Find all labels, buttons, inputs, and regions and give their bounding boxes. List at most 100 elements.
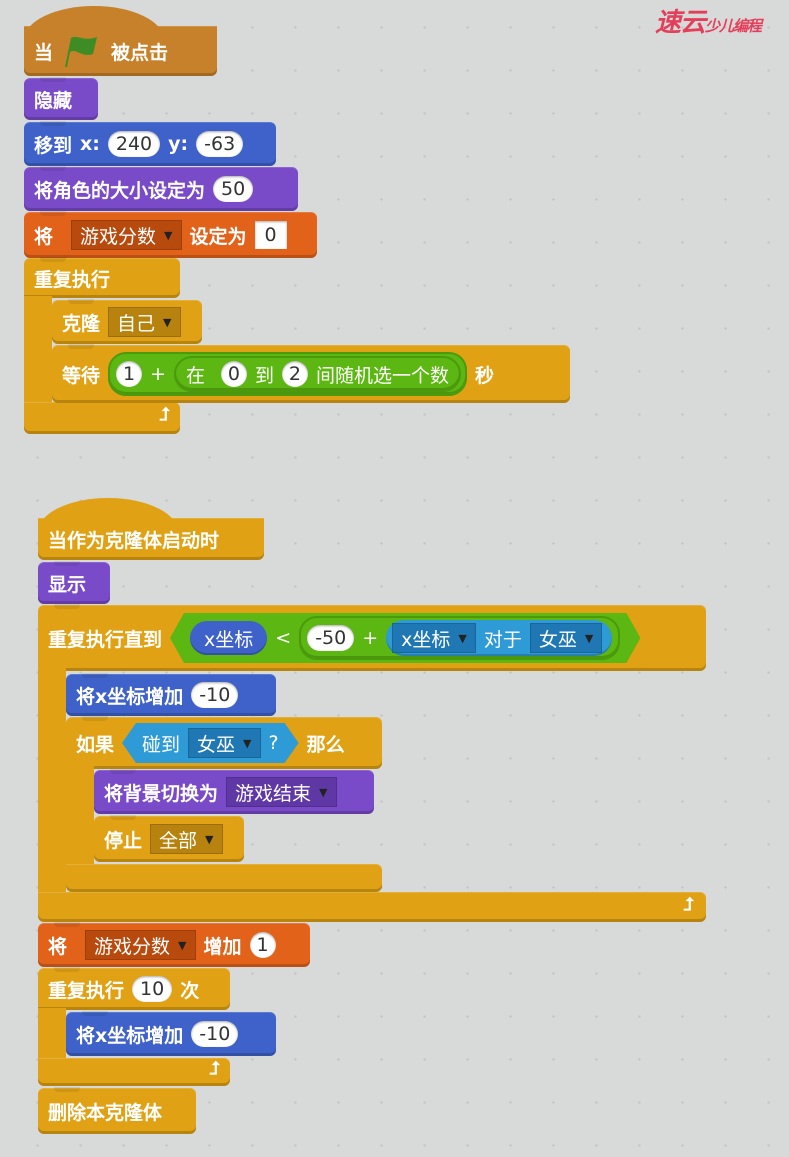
x-label: x: [80, 133, 100, 155]
repeat-suffix: 次 [180, 979, 200, 1002]
change-var-input[interactable]: 1 [249, 932, 276, 958]
clone-label: 克隆 [62, 312, 101, 335]
change-var-label: 增加 [203, 935, 242, 958]
repeat-until-bottom: ⮥ [38, 892, 706, 922]
forever-arm [24, 296, 52, 404]
touch-sprite-dropdown[interactable]: 女巫 ▼ [188, 728, 260, 758]
switch-backdrop-label: 将背景切换为 [104, 782, 219, 805]
random-to-input[interactable]: 2 [281, 361, 308, 387]
hide-block[interactable]: 隐藏 [24, 77, 98, 120]
addend-input[interactable]: 1 [116, 361, 143, 387]
dropdown-arrow-icon: ▼ [178, 938, 187, 952]
variable-name: 游戏分数 [80, 225, 157, 248]
repeat-until-label: 重复执行直到 [48, 628, 163, 651]
loop-arrow-icon: ⮥ [209, 1058, 220, 1079]
add-operator-2[interactable]: -50 + x坐标 ▼ 对于 女巫 ▼ [299, 616, 620, 660]
hat-suffix: 被点击 [111, 41, 169, 64]
set-size-block[interactable]: 将角色的大小设定为 50 [24, 166, 298, 211]
forever-label: 重复执行 [34, 268, 111, 291]
goto-xy-block[interactable]: 移到 x: 240 y: -63 [24, 121, 276, 166]
of-label: 对于 [483, 628, 522, 651]
touching-label: 碰到 [142, 733, 181, 756]
clone-target: 自己 [117, 312, 156, 335]
when-start-as-clone-hat[interactable]: 当作为克隆体启动时 [38, 498, 264, 560]
if-bottom [66, 864, 382, 892]
less-than-sign: < [275, 627, 292, 649]
forever-bottom: ⮥ [24, 402, 180, 434]
show-block[interactable]: 显示 [38, 561, 110, 604]
backdrop-name: 游戏结束 [235, 782, 312, 805]
dropdown-arrow-icon: ▼ [458, 631, 467, 645]
clone-target-dropdown[interactable]: 自己 ▼ [108, 307, 181, 337]
when-flag-clicked-hat[interactable]: 当 被点击 [24, 6, 217, 76]
attribute-dropdown[interactable]: x坐标 ▼ [392, 623, 476, 653]
variable-dropdown-2[interactable]: 游戏分数 ▼ [85, 930, 196, 960]
repeat-bottom: ⮥ [38, 1058, 230, 1086]
variable-dropdown[interactable]: 游戏分数 ▼ [71, 220, 182, 250]
touching-block[interactable]: 碰到 女巫 ▼ ? [122, 723, 299, 763]
change-variable-block[interactable]: 将 游戏分数 ▼ 增加 1 [38, 922, 310, 967]
size-input[interactable]: 50 [213, 176, 254, 202]
show-label: 显示 [48, 573, 87, 596]
sprite-dropdown[interactable]: 女巫 ▼ [530, 623, 602, 653]
dropdown-arrow-icon: ▼ [163, 315, 172, 329]
watermark-logo: 速云少儿编程 [655, 2, 762, 39]
wait-label: 等待 [62, 364, 101, 387]
set-var-prefix: 将 [34, 225, 54, 248]
dropdown-arrow-icon: ▼ [164, 228, 173, 242]
plus-sign: + [150, 363, 166, 385]
random-from-input[interactable]: 0 [220, 361, 247, 387]
repeat-arm [38, 1008, 66, 1060]
then-label: 那么 [306, 733, 345, 756]
switch-backdrop-block[interactable]: 将背景切换为 游戏结束 ▼ [94, 769, 374, 814]
delete-clone-block[interactable]: 删除本克隆体 [38, 1087, 196, 1134]
stop-option-dropdown[interactable]: 全部 ▼ [150, 824, 223, 854]
hat-prefix: 当 [34, 41, 54, 64]
backdrop-dropdown[interactable]: 游戏结束 ▼ [226, 777, 337, 807]
sprite-name: 女巫 [538, 628, 577, 651]
dropdown-arrow-icon: ▼ [584, 631, 594, 645]
change-var-prefix: 将 [48, 935, 68, 958]
set-var-label: 设定为 [189, 225, 247, 248]
wait-unit: 秒 [474, 364, 494, 387]
random-operator[interactable]: 在 0 到 2 间随机选一个数 [173, 356, 461, 392]
stop-block[interactable]: 停止 全部 ▼ [94, 815, 244, 862]
hide-label: 隐藏 [34, 89, 73, 112]
random-mid: 到 [254, 364, 274, 387]
offset-input[interactable]: -50 [307, 625, 354, 651]
set-variable-block[interactable]: 将 游戏分数 ▼ 设定为 0 [24, 211, 317, 258]
plus-sign-2: + [362, 627, 379, 649]
dropdown-arrow-icon: ▼ [243, 736, 252, 750]
green-flag-icon [65, 36, 98, 67]
less-than-operator[interactable]: x坐标 < -50 + x坐标 ▼ 对于 女巫 ▼ [170, 613, 640, 663]
touch-sprite-name: 女巫 [197, 733, 236, 756]
loop-arrow-icon: ⮥ [683, 894, 694, 915]
random-suffix: 间随机选一个数 [315, 364, 449, 387]
wait-block[interactable]: 等待 1 + 在 0 到 2 间随机选一个数 秒 [52, 344, 570, 403]
if-arm [66, 766, 94, 866]
x-input[interactable]: 240 [107, 131, 161, 157]
x-position-reporter[interactable]: x坐标 [190, 621, 267, 655]
forever-block[interactable]: 重复执行 [24, 257, 180, 298]
random-prefix: 在 [185, 364, 205, 387]
add-operator[interactable]: 1 + 在 0 到 2 间随机选一个数 [108, 352, 467, 396]
var-value-input[interactable]: 0 [254, 221, 287, 249]
repeat-until-arm [38, 668, 66, 894]
repeat-times-input[interactable]: 10 [132, 976, 173, 1002]
create-clone-block[interactable]: 克隆 自己 ▼ [52, 299, 202, 344]
y-input[interactable]: -63 [196, 131, 244, 157]
if-block[interactable]: 如果 碰到 女巫 ▼ ? 那么 [66, 716, 382, 769]
attribute-name: x坐标 [401, 628, 451, 651]
change-x-input-2[interactable]: -10 [191, 1021, 239, 1047]
change-x-block[interactable]: 将x坐标增加 -10 [66, 673, 276, 716]
dropdown-arrow-icon: ▼ [205, 832, 214, 846]
repeat-label: 重复执行 [48, 979, 125, 1002]
change-x-block-2[interactable]: 将x坐标增加 -10 [66, 1011, 276, 1056]
y-label: y: [168, 133, 189, 155]
repeat-until-block[interactable]: 重复执行直到 x坐标 < -50 + x坐标 ▼ 对于 女巫 ▼ [38, 604, 706, 671]
change-x-input[interactable]: -10 [191, 682, 239, 708]
delete-clone-label: 删除本克隆体 [48, 1101, 163, 1124]
attribute-of-reporter[interactable]: x坐标 ▼ 对于 女巫 ▼ [386, 620, 612, 656]
set-size-label: 将角色的大小设定为 [34, 179, 206, 202]
repeat-block[interactable]: 重复执行 10 次 [38, 967, 230, 1010]
